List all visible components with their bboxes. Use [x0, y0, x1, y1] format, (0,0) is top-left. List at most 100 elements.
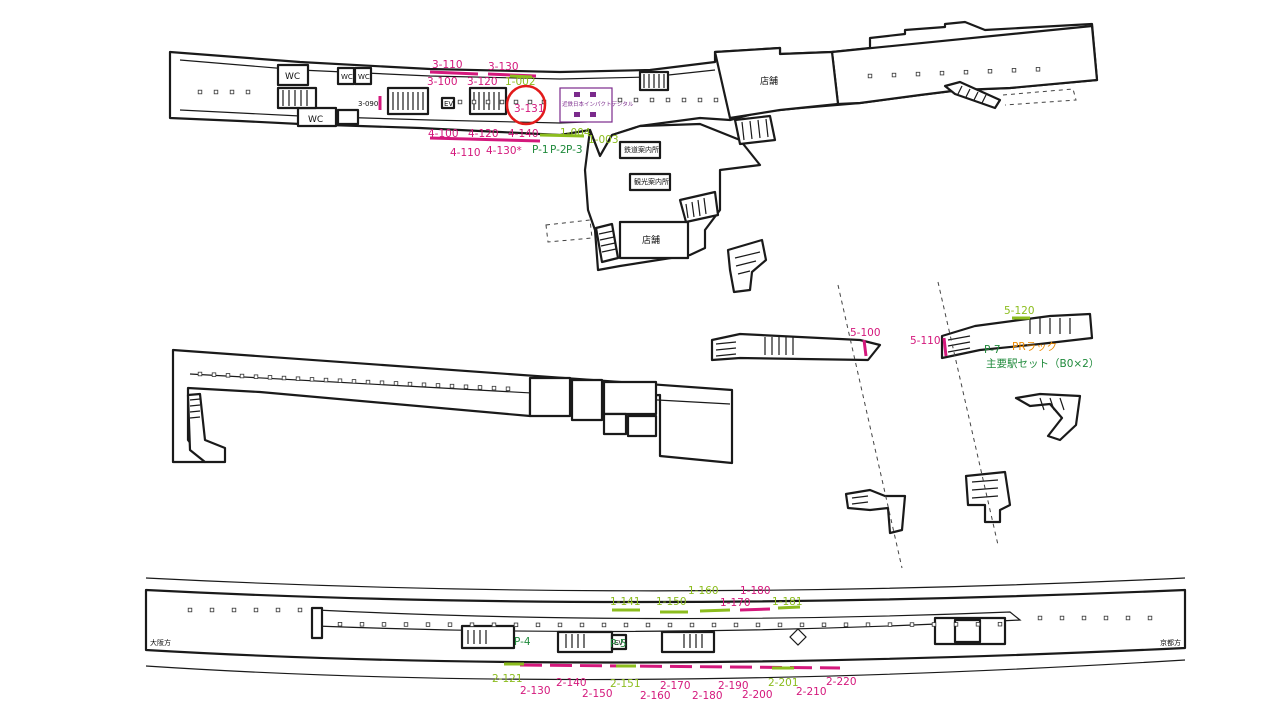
stairs-left-wc	[276, 86, 318, 110]
pillar-dot-67	[733, 622, 739, 628]
platform-body	[144, 588, 1187, 664]
pillar-dot-38	[365, 379, 371, 385]
label-3-090: 3-090	[358, 100, 378, 108]
label-3-120: 3-120	[467, 76, 498, 88]
ad-markers	[378, 70, 1030, 670]
pillar-dot-49	[337, 622, 343, 627]
pillar-dot-20	[915, 71, 921, 77]
pillar-dot-25	[1035, 67, 1041, 72]
pillar-dot-22	[963, 69, 969, 75]
shop-label-south: 店舗	[642, 234, 660, 246]
shop-block-mid	[713, 46, 840, 120]
pillar-dot-54	[447, 622, 453, 627]
pillar-dot-44	[449, 383, 455, 389]
signage-screen-1	[574, 92, 580, 97]
stairs-3090	[386, 86, 430, 116]
pillar-dot-51	[381, 622, 387, 627]
ev-box-upper	[440, 96, 456, 110]
label-4-140: 4-140	[508, 128, 539, 140]
label-p-2: P-2	[550, 144, 567, 156]
platform-end-wall-left	[310, 606, 324, 640]
tourist-info-room	[628, 172, 672, 192]
pillar-dot-8	[513, 99, 519, 105]
label-4-110: 4-110	[450, 147, 481, 159]
pillar-dot-31	[267, 375, 273, 380]
label-1-004: 1-004	[560, 127, 591, 139]
pillar-dot-58	[535, 622, 541, 628]
stair-unit-f	[964, 470, 1012, 524]
stair-unit-b	[710, 332, 882, 362]
label-p-7: P-7	[984, 344, 1001, 356]
pillar-dot-23	[987, 69, 993, 74]
marker-5-110	[942, 337, 948, 357]
label-1-170: 1-170	[720, 597, 751, 609]
pillar-dot-52	[403, 622, 409, 627]
pillar-dot-78	[975, 622, 981, 627]
pillar-dot-72	[843, 622, 849, 627]
pillar-dot-28	[225, 373, 231, 378]
stair-unit-d	[1014, 392, 1082, 442]
pillar-dot-1	[213, 89, 219, 95]
highlight-circle	[505, 84, 547, 126]
label-p-3: P-3	[566, 144, 583, 156]
label-main-station-set: 主要駅セット（B0×2）	[986, 358, 1099, 370]
marker-1-002	[509, 74, 533, 79]
pillar-dot-89	[1103, 615, 1109, 621]
label-2-140: 2-140	[556, 677, 587, 689]
pillar-dot-66	[711, 622, 717, 628]
railway-info-label: 鉄道案内所	[624, 145, 659, 154]
label-3-110: 3-110	[432, 59, 463, 71]
upper-right-dashed-walkway	[1002, 88, 1077, 106]
middle-room-5	[626, 414, 658, 438]
marker-1-170	[739, 607, 771, 612]
pillar-dot-68	[755, 622, 761, 628]
pillar-dot-37	[351, 379, 357, 384]
ev-label-platform: EV	[614, 639, 623, 647]
railway-info-room	[618, 140, 662, 160]
marker-2-row	[519, 663, 841, 670]
label-2-220: 2-220	[826, 676, 857, 688]
platform-stairs-1	[460, 624, 516, 650]
escalator-upper-center	[638, 70, 670, 92]
label-5-110: 5-110	[910, 335, 941, 347]
pillar-dot-91	[1147, 615, 1153, 621]
label-3-130: 3-130	[488, 61, 519, 73]
pillar-dot-71	[821, 622, 827, 628]
pillar-dot-34	[309, 377, 315, 382]
label-pr-rack: PRラック	[1012, 341, 1057, 353]
platform-stairs-2	[556, 630, 614, 654]
pillar-dot-85	[297, 607, 303, 613]
diagonal-guide-line-1	[837, 284, 903, 569]
osaka-direction-label: 大阪方	[150, 638, 171, 647]
pillar-dot-86	[1037, 615, 1043, 621]
pillar-dot-13	[649, 97, 655, 103]
platform-stairs-3	[660, 630, 716, 654]
middle-room-4	[602, 412, 628, 436]
pillar-dot-81	[209, 607, 215, 613]
stairs-upper-right	[943, 80, 1002, 110]
pillar-dot-87	[1059, 615, 1065, 621]
ev-label-upper: EV	[444, 100, 453, 108]
wc-small-2	[353, 66, 373, 86]
pillar-dot-74	[887, 622, 893, 627]
label-2-160: 2-160	[640, 690, 671, 702]
label-5-120: 5-120	[1004, 305, 1035, 317]
pillar-dot-7	[499, 99, 505, 105]
middle-room-3	[602, 380, 658, 416]
pillar-dot-39	[379, 380, 385, 385]
pillar-dot-70	[799, 622, 805, 628]
pillar-dot-62	[623, 622, 629, 628]
wc-label-small-1: WC	[341, 73, 353, 81]
pillar-dot-30	[253, 374, 259, 379]
pillar-dot-5	[471, 99, 477, 105]
pillar-dot-41	[407, 381, 413, 387]
pillar-dot-53	[425, 622, 431, 627]
platform: EV 大阪方 京都方	[144, 577, 1187, 681]
pillar-dot-14	[665, 97, 671, 103]
pillar-dot-24	[1011, 68, 1017, 73]
signage-screen-2	[590, 92, 596, 97]
pillar-dot-57	[513, 622, 519, 628]
pillar-dot-11	[617, 97, 623, 103]
stairs-middle-left	[186, 392, 227, 464]
